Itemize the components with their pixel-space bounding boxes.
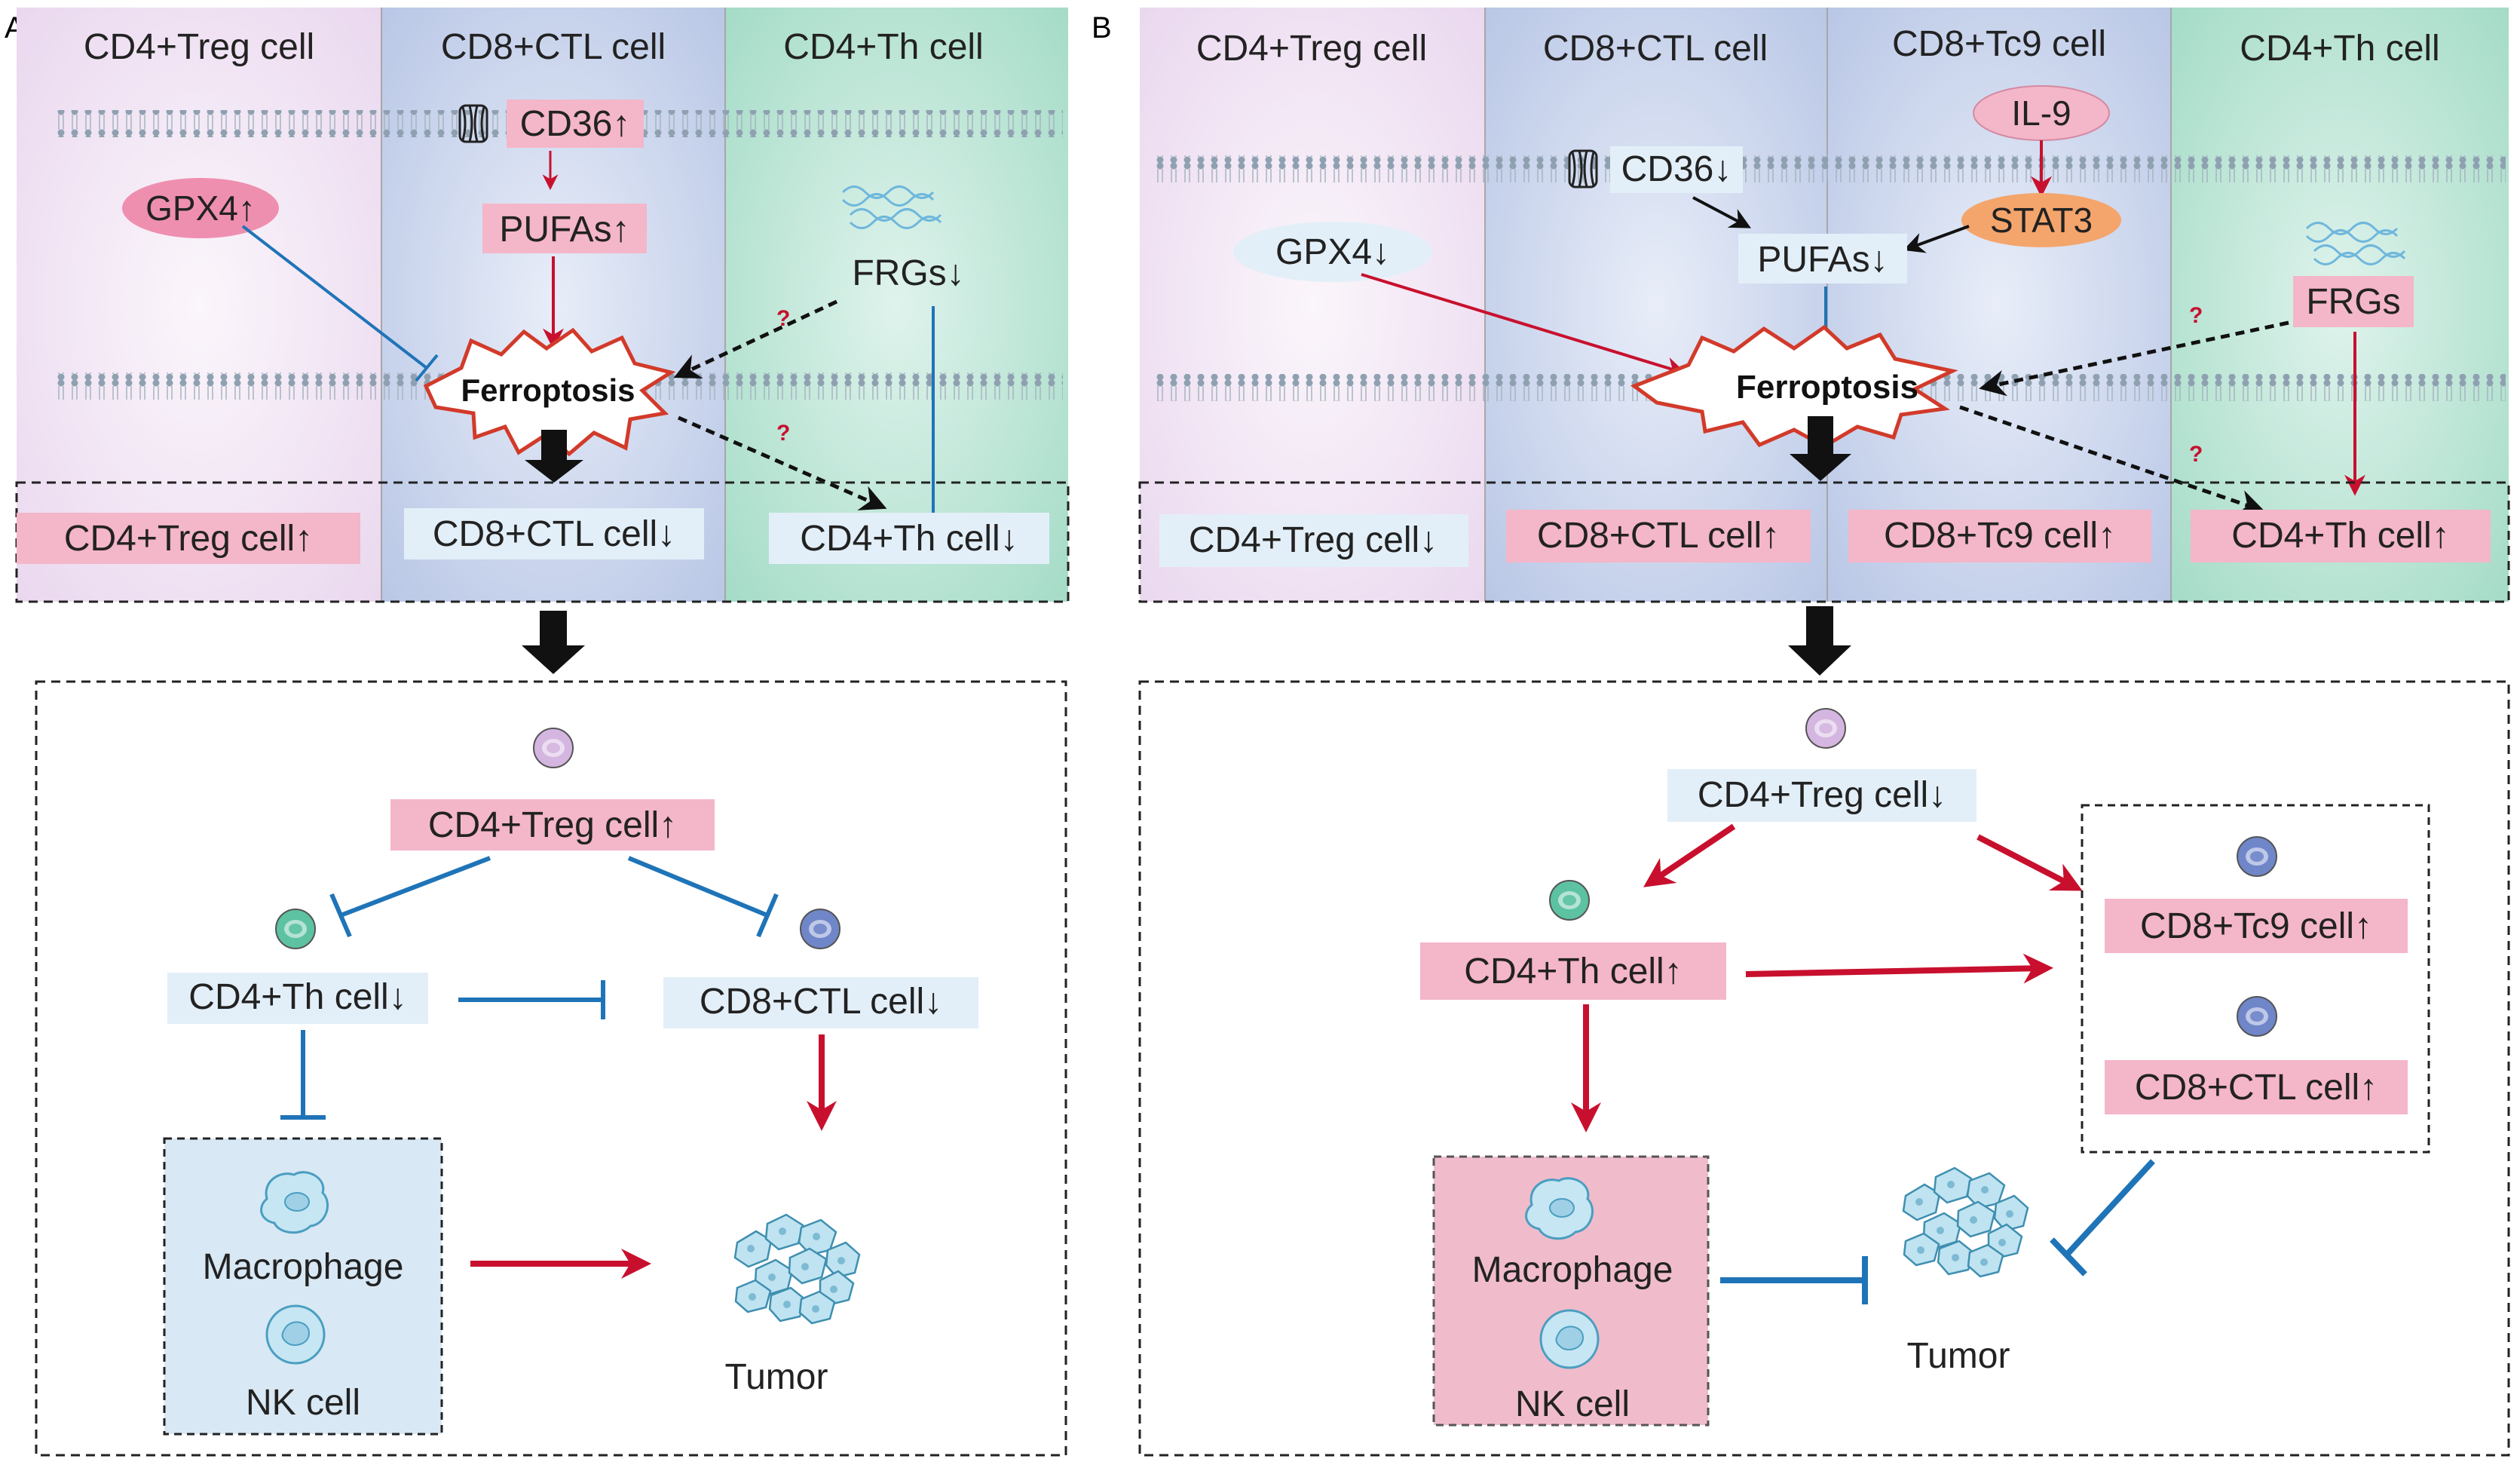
panel-a-interaction-box [35, 680, 1067, 1457]
panel-b-frgs: FRGs [2306, 282, 2400, 322]
panel-a-tumor-icon [733, 1213, 861, 1325]
panel-b-th-cell-icon [1549, 880, 1590, 921]
panel-b-lower-treg: CD4+Treg cell↓ [1698, 775, 1946, 815]
panel-b-question-1: ? [2189, 303, 2203, 328]
panel-b-ferroptosis-burst [1630, 324, 1958, 449]
panel-a-ctl-cell-icon [800, 909, 841, 949]
panel-b-macrophage: Macrophage [1472, 1250, 1673, 1290]
panel-b-treg-column [1140, 8, 1485, 602]
panel-a-question-2: ? [776, 421, 790, 446]
panel-a-column-title-treg: CD4+Treg cell [84, 27, 314, 67]
panel-b-nk: NK cell [1515, 1384, 1630, 1424]
panel-a-down-arrow-1 [525, 430, 583, 483]
panel-b-outcome-treg: CD4+Treg cell↓ [1189, 520, 1438, 560]
panel-a-nk: NK cell [246, 1383, 360, 1423]
panel-b-lower-th: CD4+Th cell↑ [1464, 952, 1682, 991]
panel-a-frgs: FRGs↓ [852, 253, 964, 293]
panel-a-column-title-th: CD4+Th cell [783, 27, 983, 67]
panel-a-ferroptosis: Ferroptosis [461, 372, 635, 408]
panel-a-th-cell-icon [275, 909, 316, 949]
panel-a-down-arrow-2 [522, 611, 585, 674]
panel-b-membrane-top [1153, 155, 2506, 182]
panel-a-question-1: ? [776, 306, 790, 331]
panel-b-down-arrow-1 [1790, 416, 1851, 481]
panel-b-cd36: CD36↓ [1621, 149, 1732, 189]
panel-a-nk-cell-icon [265, 1304, 326, 1365]
panel-b-column-title-ctl: CD8+CTL cell [1543, 29, 1768, 69]
panel-a-column-title-ctl: CD8+CTL cell [441, 27, 666, 67]
panel-a-outcome-th: CD4+Th cell↓ [800, 519, 1018, 559]
panel-b-column-title-th: CD4+Th cell [2240, 29, 2439, 69]
panel-a-treg-column [17, 8, 381, 602]
panel-a-gpx4: GPX4↑ [145, 188, 256, 228]
panel-b-pufas: PUFAs↓ [1757, 240, 1888, 280]
panel-a-outcome-treg: CD4+Treg cell↑ [64, 519, 313, 559]
panel-b-down-arrow-2 [1788, 606, 1851, 676]
panel-a-ferroptosis-burst [423, 327, 676, 457]
panel-a-th-column [725, 8, 1068, 602]
panel-b-letter: B [1092, 11, 1112, 44]
panel-a-lower-treg: CD4+Treg cell↑ [428, 805, 677, 845]
panel-b-ferroptosis: Ferroptosis [1736, 369, 1918, 406]
panel-b-tc9-cell-icon [2237, 836, 2277, 877]
panel-a: A CD4+Treg cell CD8+CTL cell CD4+Th cell… [5, 8, 1070, 1457]
panel-b-outcome-tc9: CD8+Tc9 cell↑ [1884, 516, 2116, 556]
panel-a-lower-ctl: CD8+CTL cell↓ [700, 982, 942, 1022]
panel-b-lower-ctl: CD8+CTL cell↑ [2135, 1068, 2378, 1108]
panel-b-column-title-treg: CD4+Treg cell [1196, 29, 1427, 69]
panel-b: B CD4+Treg cell CD8+CTL cell CD8+Tc9 cel… [1092, 8, 2510, 1457]
panel-b-tumor-icon [1902, 1166, 2029, 1278]
panel-a-treg-cell-icon [533, 728, 574, 768]
panel-b-ctl-column [1485, 8, 1827, 602]
panel-b-interaction-box [1138, 680, 2510, 1457]
panel-b-question-2: ? [2189, 442, 2203, 467]
panel-b-ctl-cell-icon [2237, 996, 2277, 1037]
panel-a-outcome-ctl: CD8+CTL cell↓ [433, 514, 675, 554]
panel-a-tumor: Tumor [725, 1357, 828, 1397]
panel-b-treg-cell-icon [1805, 708, 1846, 749]
panel-a-lower-th: CD4+Th cell↓ [188, 977, 406, 1017]
panel-b-outcome-th: CD4+Th cell↑ [2231, 516, 2449, 556]
panel-b-stat3: STAT3 [1990, 201, 2093, 240]
panel-a-pufas: PUFAs↑ [499, 210, 629, 250]
panel-b-outcome-ctl: CD8+CTL cell↑ [1537, 516, 1780, 556]
panel-b-tumor: Tumor [1907, 1336, 2010, 1376]
panel-b-column-title-tc9: CD8+Tc9 cell [1892, 24, 2106, 64]
panel-b-lower-tc9: CD8+Tc9 cell↑ [2140, 906, 2372, 946]
panel-b-il9: IL-9 [2011, 93, 2071, 133]
panel-b-gpx4: GPX4↓ [1275, 232, 1390, 272]
panel-a-macrophage: Macrophage [203, 1247, 404, 1287]
panel-b-cd8-box [2081, 804, 2430, 1154]
panel-a-cd36: CD36↑ [520, 104, 631, 144]
panel-b-outcome-row [1138, 481, 2510, 603]
panel-b-nk-cell-icon [1539, 1309, 1600, 1369]
